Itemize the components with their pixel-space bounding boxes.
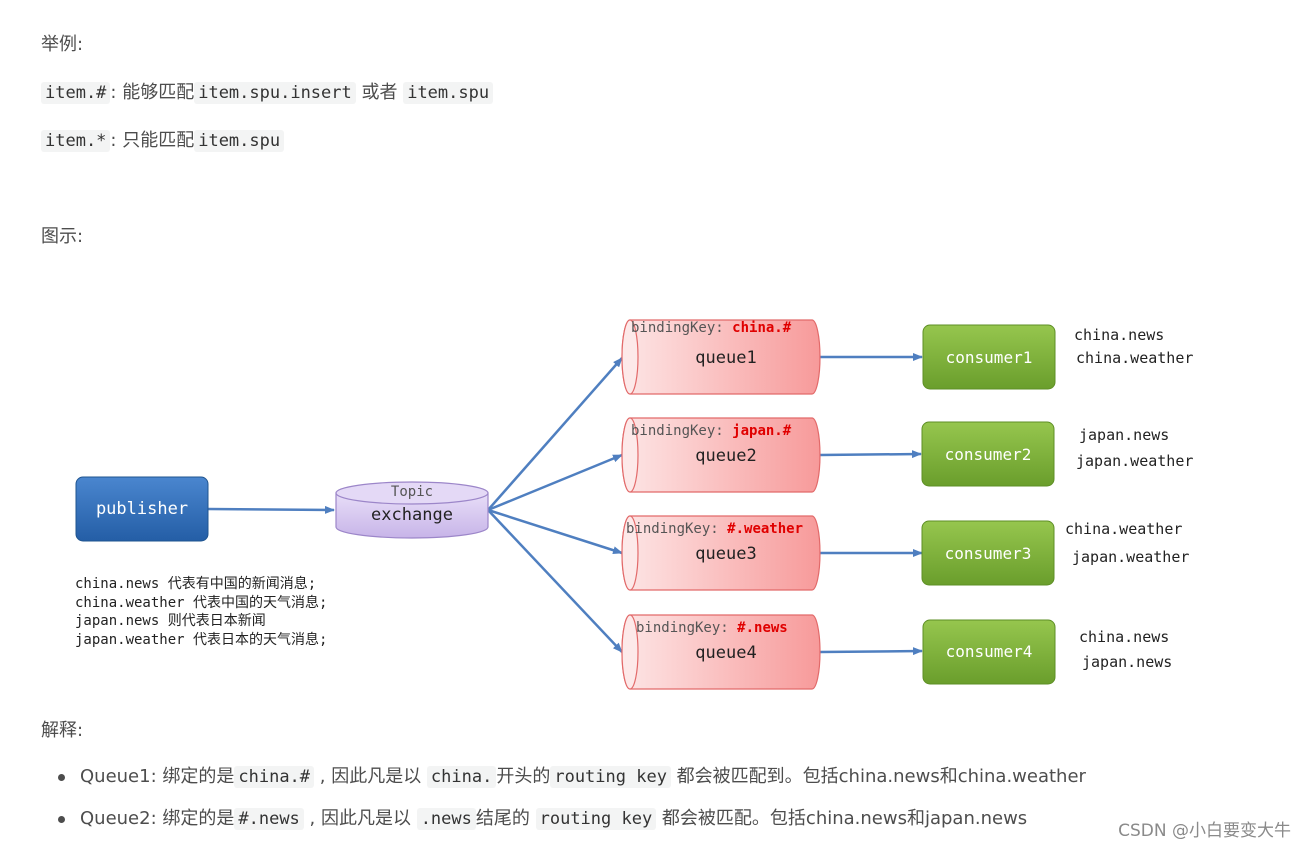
consumer-4-key-1: china.news <box>1079 628 1169 646</box>
explain-1-code-1: china.# <box>234 766 315 788</box>
code-item-spu-2: item.spu <box>194 130 285 152</box>
arrows <box>207 353 923 656</box>
publisher-node: publisher <box>75 476 209 542</box>
arrow-queue4-consumer4 <box>819 647 923 656</box>
consumer-3: consumer3 <box>921 520 1055 586</box>
arrow-exchange-queue3 <box>487 508 623 555</box>
exchange-node: Topic exchange <box>335 481 489 539</box>
explain-1-code-3: routing key <box>550 766 671 788</box>
consumer-2-label: consumer2 <box>945 445 1032 464</box>
consumer-4-key-2: japan.news <box>1082 653 1172 671</box>
consumer-1: consumer1 <box>922 324 1056 390</box>
explain-2-code-1: #.news <box>234 808 304 830</box>
explain-1-text-2: , 因此凡是以 <box>314 766 427 787</box>
queue-3-binding: bindingKey: #.weather <box>626 521 803 537</box>
explain-1-code-2: china. <box>426 766 497 788</box>
consumer-2-key-1: japan.news <box>1079 426 1169 444</box>
consumer-3-key-2: japan.weather <box>1072 548 1189 566</box>
consumer-2: consumer2 <box>921 421 1055 487</box>
queue-3: bindingKey: #.weather queue3 <box>621 515 821 591</box>
arrow-publisher-exchange <box>207 505 335 514</box>
queue-2-binding: bindingKey: japan.# <box>631 423 792 439</box>
queue-2-label: queue2 <box>695 446 756 466</box>
routing-notes: china.news 代表有中国的新闻消息; china.weather 代表中… <box>75 575 327 648</box>
queue-1-binding: bindingKey: china.# <box>631 320 792 336</box>
routing-note-4: japan.weather 代表日本的天气消息; <box>75 631 327 648</box>
consumer-2-key-2: japan.weather <box>1076 452 1193 470</box>
explain-2-text-3: 结尾的 <box>475 808 536 829</box>
routing-note-2: china.weather 代表中国的天气消息; <box>75 594 327 611</box>
watermark: CSDN @小白要变大牛 <box>1118 821 1291 841</box>
explain-label: 解释: <box>41 720 84 741</box>
explain-2-text-4: 都会被匹配。包括china.news和japan.news <box>656 808 1028 829</box>
consumer-3-label: consumer3 <box>945 544 1032 563</box>
arrow-exchange-queue1 <box>487 357 623 511</box>
code-item-spu: item.spu <box>403 82 494 104</box>
arrow-exchange-queue4 <box>487 509 623 653</box>
example-label: 举例: <box>41 34 84 55</box>
publisher-label: publisher <box>96 499 188 519</box>
explain-2-text-2: , 因此凡是以 <box>303 808 417 829</box>
code-item-hash: item.# <box>41 82 111 104</box>
exchange-label: exchange <box>371 505 453 525</box>
consumer-1-key-2: china.weather <box>1076 349 1193 367</box>
explain-2-code-2: .news <box>416 808 476 830</box>
queue-4-binding: bindingKey: #.news <box>636 620 788 636</box>
explain-2-text-1: Queue2: 绑定的是 <box>80 808 235 829</box>
consumer-1-label: consumer1 <box>946 348 1033 367</box>
code-item-star: item.* <box>41 130 111 152</box>
diagram-label: 图示: <box>41 226 84 247</box>
queue-4-label: queue4 <box>695 643 756 663</box>
arrow-exchange-queue2 <box>487 453 623 512</box>
explain-2-code-3: routing key <box>535 808 657 830</box>
explain-1-text-3: 开头的 <box>496 766 551 787</box>
explain-1-text-4: 都会被匹配到。包括china.news和china.weather <box>670 766 1086 787</box>
explain-1-text-1: Queue1: 绑定的是 <box>80 766 235 787</box>
queue-1-label: queue1 <box>695 348 756 368</box>
queue-3-label: queue3 <box>695 544 756 564</box>
text-only-match: : 只能匹配 <box>110 130 195 151</box>
consumer-3-key-1: china.weather <box>1065 520 1182 538</box>
arrow-queue2-consumer2 <box>819 450 922 459</box>
exchange-type-label: Topic <box>391 484 433 500</box>
consumer-4-label: consumer4 <box>946 642 1033 661</box>
text-can-match: : 能够匹配 <box>110 82 195 103</box>
code-item-spu-insert: item.spu.insert <box>194 82 356 104</box>
consumer-4: consumer4 <box>922 619 1056 685</box>
consumer-keys: china.news china.weather japan.news japa… <box>1065 326 1193 671</box>
routing-note-3: japan.news 则代表日本新闻 <box>75 613 266 629</box>
queue-1: bindingKey: china.# queue1 <box>621 319 821 395</box>
routing-note-1: china.news 代表有中国的新闻消息; <box>75 575 316 592</box>
queue-2: bindingKey: japan.# queue2 <box>621 417 821 493</box>
consumer-1-key-1: china.news <box>1074 326 1164 344</box>
topic-exchange-diagram: publisher Topic exchange china.news 代表有中… <box>75 319 1193 690</box>
text-or: 或者 <box>355 82 404 103</box>
queue-4: bindingKey: #.news queue4 <box>621 614 821 690</box>
